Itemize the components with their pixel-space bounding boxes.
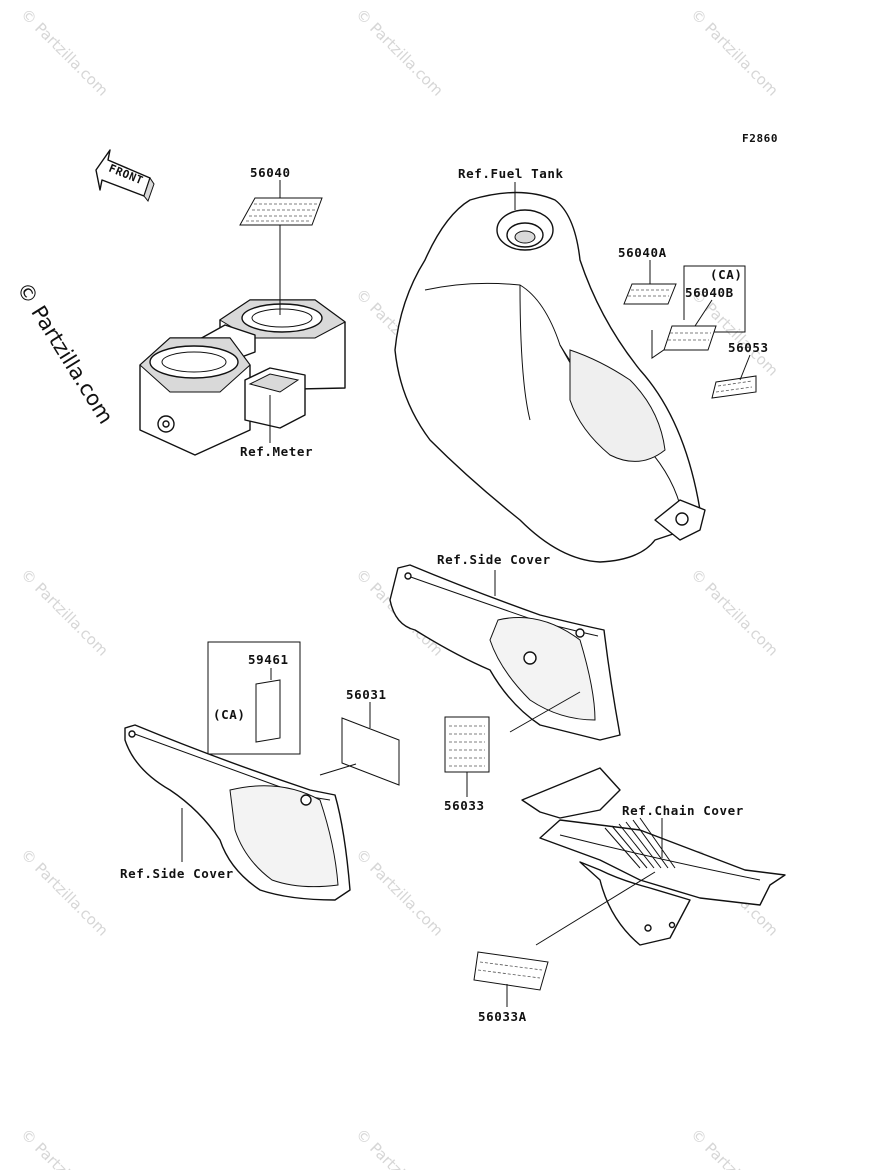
leader-line (535, 871, 656, 946)
ref-chain-cover-label: Ref.Chain Cover (622, 803, 744, 818)
part-label-59461: 59461 (248, 652, 289, 667)
meter-assembly (139, 299, 346, 456)
part-label-56040a: 56040A (618, 245, 667, 260)
part-label-56040b: 56040B (685, 285, 734, 300)
ref-side-cover-lower-label: Ref.Side Cover (120, 866, 234, 881)
part-label-56040: 56040 (250, 165, 291, 180)
watermark: © Partzilla.com (352, 5, 447, 100)
watermark: © Partzilla.com (17, 1125, 112, 1170)
decal-56040a (623, 283, 677, 305)
fuel-tank (394, 191, 706, 563)
figure-code: F2860 (742, 132, 778, 145)
decal-56040 (239, 197, 323, 226)
watermark: © Partzilla.com (352, 1125, 447, 1170)
chain-cover-ribs (604, 817, 676, 869)
part-label-56031: 56031 (346, 687, 387, 702)
decal-56040b (663, 325, 717, 351)
leader-line (739, 354, 751, 381)
side-cover-right (389, 564, 621, 741)
part-label-56033a: 56033A (478, 1009, 527, 1024)
side-watermark: © Partzilla.com (12, 278, 118, 428)
watermark: © Partzilla.com (687, 565, 782, 660)
watermark: © Partzilla.com (687, 5, 782, 100)
ca-lower-label: (CA) (213, 707, 246, 722)
ref-meter-label: Ref.Meter (240, 444, 313, 459)
watermark: © Partzilla.com (687, 1125, 782, 1170)
decal-56033a (473, 951, 549, 991)
watermark: © Partzilla.com (17, 5, 112, 100)
part-label-56053: 56053 (728, 340, 769, 355)
watermark: © Partzilla.com (17, 565, 112, 660)
ca-upper-label: (CA) (710, 267, 743, 282)
leader-line (509, 691, 581, 733)
ref-fuel-tank-label: Ref.Fuel Tank (458, 166, 564, 181)
leader-line (694, 299, 713, 327)
decal-56033 (444, 716, 490, 773)
decal-56031 (341, 717, 400, 786)
chain-cover (521, 767, 786, 946)
decal-59461 (255, 679, 281, 743)
side-cover-left (124, 724, 351, 901)
watermark: © Partzilla.com (352, 845, 447, 940)
part-label-56033: 56033 (444, 798, 485, 813)
leader-line (319, 763, 357, 776)
front-arrow-icon: FRONT (95, 149, 155, 203)
ca-box (207, 641, 301, 755)
ref-side-cover-upper-label: Ref.Side Cover (437, 552, 551, 567)
ca-bracket (651, 265, 746, 359)
watermark: © Partzilla.com (17, 845, 112, 940)
decal-56053 (711, 375, 757, 399)
